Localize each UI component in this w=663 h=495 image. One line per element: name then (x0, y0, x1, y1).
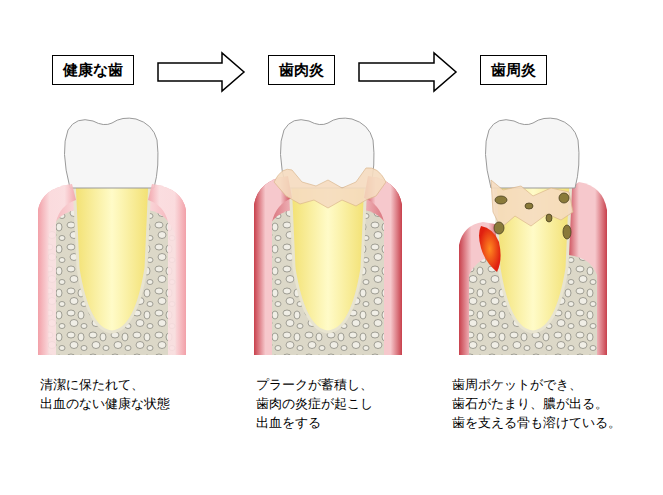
block-arrow (359, 53, 456, 91)
stage-caption: 清潔に保たれて、 出血のない健康な状態 (40, 375, 170, 413)
stage-title-box: 健康な歯 (52, 55, 134, 85)
stage-caption: 歯周ポケットができ、 歯石がたまり、膿が出る。 歯を支える骨も溶けている。 (452, 375, 621, 432)
stage-title: 健康な歯 (63, 61, 123, 79)
stage-title-box: 歯周炎 (480, 55, 547, 85)
stage-title: 歯周炎 (491, 61, 536, 79)
stage-title: 歯肉炎 (279, 61, 324, 79)
block-arrow (158, 53, 244, 91)
stage-caption: プラークが蓄積し、 歯肉の炎症が起こし 出血をする (256, 375, 373, 432)
stage-title-box: 歯肉炎 (268, 55, 335, 85)
